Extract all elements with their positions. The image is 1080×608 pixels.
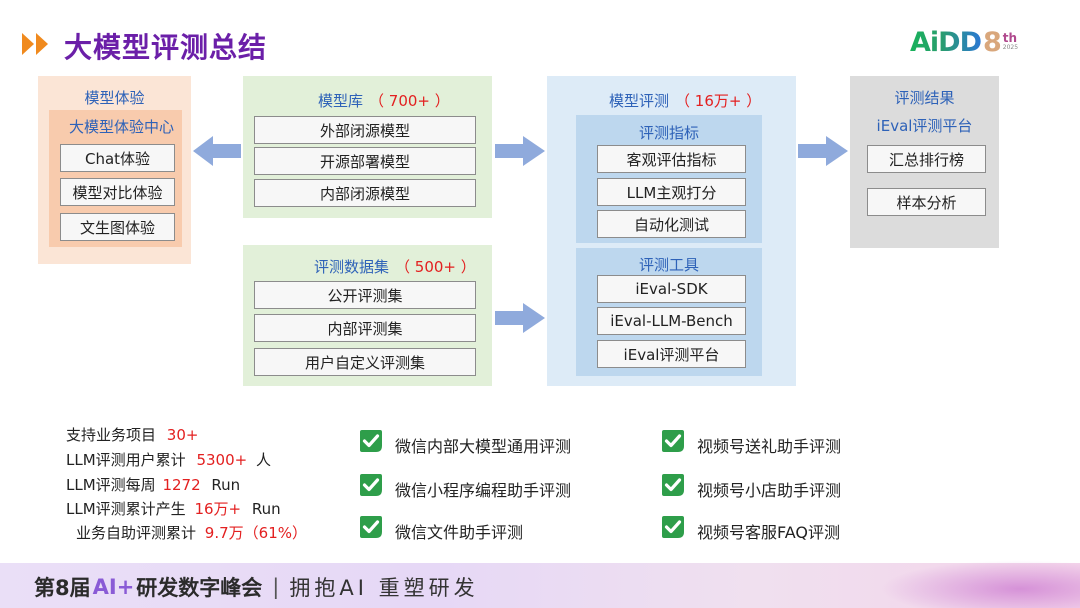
logo-year: 2025 — [1002, 44, 1019, 51]
model-library-title: 模型库 — [318, 92, 364, 110]
stat-value: 1272 — [162, 476, 201, 494]
logo-superscript: th — [1002, 31, 1018, 45]
stat-label: 支持业务项目 — [66, 426, 157, 444]
footer-slogan: 拥抱AI 重塑研发 — [289, 576, 479, 600]
project-item: 微信内部大模型通用评测 — [395, 437, 572, 456]
project-item: 微信文件助手评测 — [395, 523, 524, 542]
tool-item[interactable]: iEval-LLM-Bench — [597, 307, 746, 335]
tools-title: 评测工具 — [638, 256, 699, 274]
double-chevron-right-icon — [22, 33, 48, 55]
stat-line: 支持业务项目 30+ — [66, 424, 198, 445]
results-subtitle: iEval评测平台 — [876, 117, 973, 135]
footer-glow — [880, 560, 1080, 608]
stat-label: LLM评测用户累计 — [66, 451, 186, 469]
dataset-item[interactable]: 内部评测集 — [254, 314, 476, 342]
tool-item[interactable]: iEval-SDK — [597, 275, 746, 303]
datasets-count: （ 500+ ） — [395, 258, 476, 276]
footer-ai: AI+ — [92, 575, 135, 599]
green-checkmark-icon — [360, 516, 382, 538]
model-library-item[interactable]: 外部闭源模型 — [254, 116, 476, 144]
dataset-item[interactable]: 用户自定义评测集 — [254, 348, 476, 376]
results-title: 评测结果 — [894, 89, 955, 107]
experience-item[interactable]: 模型对比体验 — [60, 178, 175, 206]
green-checkmark-icon — [662, 516, 684, 538]
flow-arrow-left-icon — [193, 136, 241, 166]
page-title: 大模型评测总结 — [64, 31, 268, 64]
project-item: 微信小程序编程助手评测 — [395, 481, 572, 500]
stat-line: LLM评测用户累计 5300+ 人 — [66, 449, 271, 470]
stat-value: 16万+ — [194, 500, 242, 518]
stat-value: 5300+ — [196, 451, 248, 469]
experience-item[interactable]: Chat体验 — [60, 144, 175, 172]
experience-item[interactable]: 文生图体验 — [60, 213, 175, 241]
flow-arrow-right-icon — [495, 136, 545, 166]
model-library-count: （ 700+ ） — [369, 92, 450, 110]
green-checkmark-icon — [360, 474, 382, 496]
metrics-title: 评测指标 — [638, 124, 699, 142]
stat-unit: Run — [211, 476, 241, 494]
green-checkmark-icon — [662, 430, 684, 452]
footer-suffix: 研发数字峰会 — [136, 576, 263, 600]
metric-item[interactable]: 自动化测试 — [597, 210, 746, 238]
metric-item[interactable]: LLM主观打分 — [597, 178, 746, 206]
evaluation-count: （ 16万+ ） — [675, 92, 762, 110]
model-library-item[interactable]: 开源部署模型 — [254, 147, 476, 175]
datasets-header: 评测数据集 （ 500+ ） — [314, 256, 476, 277]
stat-line: LLM评测累计产生 16万+ Run — [66, 498, 281, 519]
stat-value: 30+ — [166, 426, 199, 444]
results-item[interactable]: 汇总排行榜 — [867, 145, 986, 173]
stat-label: LLM评测每周 — [66, 476, 156, 494]
tool-item[interactable]: iEval评测平台 — [597, 340, 746, 368]
stat-label: LLM评测累计产生 — [66, 500, 186, 518]
green-checkmark-icon — [662, 474, 684, 496]
experience-title: 模型体验 — [84, 89, 145, 107]
project-item: 视频号客服FAQ评测 — [697, 523, 840, 542]
dataset-item[interactable]: 公开评测集 — [254, 281, 476, 309]
footer-text: 第8届 AI+ 研发数字峰会 | 拥抱AI 重塑研发 — [34, 572, 479, 602]
flow-arrow-right-icon — [798, 136, 848, 166]
project-item: 视频号送礼助手评测 — [697, 437, 842, 456]
footer-separator: | — [272, 575, 280, 599]
aidd-logo: AiDD 8 th 2025 — [910, 24, 1018, 58]
logo-text: AiDD — [910, 27, 982, 58]
stat-unit: Run — [251, 500, 281, 518]
metric-item[interactable]: 客观评估指标 — [597, 145, 746, 173]
evaluation-header: 模型评测 （ 16万+ ） — [609, 90, 761, 111]
stat-value: 9.7万（61%） — [204, 524, 307, 542]
results-item[interactable]: 样本分析 — [867, 188, 986, 216]
logo-number: 8 — [982, 27, 1002, 58]
green-checkmark-icon — [360, 430, 382, 452]
stat-label: 业务自助评测累计 — [76, 524, 197, 542]
project-item: 视频号小店助手评测 — [697, 481, 842, 500]
stat-line: LLM评测每周 1272 Run — [66, 474, 240, 495]
stat-unit: 人 — [255, 451, 271, 469]
experience-center-title: 大模型体验中心 — [68, 118, 174, 136]
datasets-title: 评测数据集 — [314, 258, 390, 276]
model-library-header: 模型库 （ 700+ ） — [318, 90, 450, 111]
footer-prefix: 第8届 — [34, 576, 91, 600]
model-library-item[interactable]: 内部闭源模型 — [254, 179, 476, 207]
evaluation-title: 模型评测 — [609, 92, 670, 110]
flow-arrow-right-icon — [495, 303, 545, 333]
stat-line: 业务自助评测累计 9.7万（61%） — [76, 522, 307, 543]
